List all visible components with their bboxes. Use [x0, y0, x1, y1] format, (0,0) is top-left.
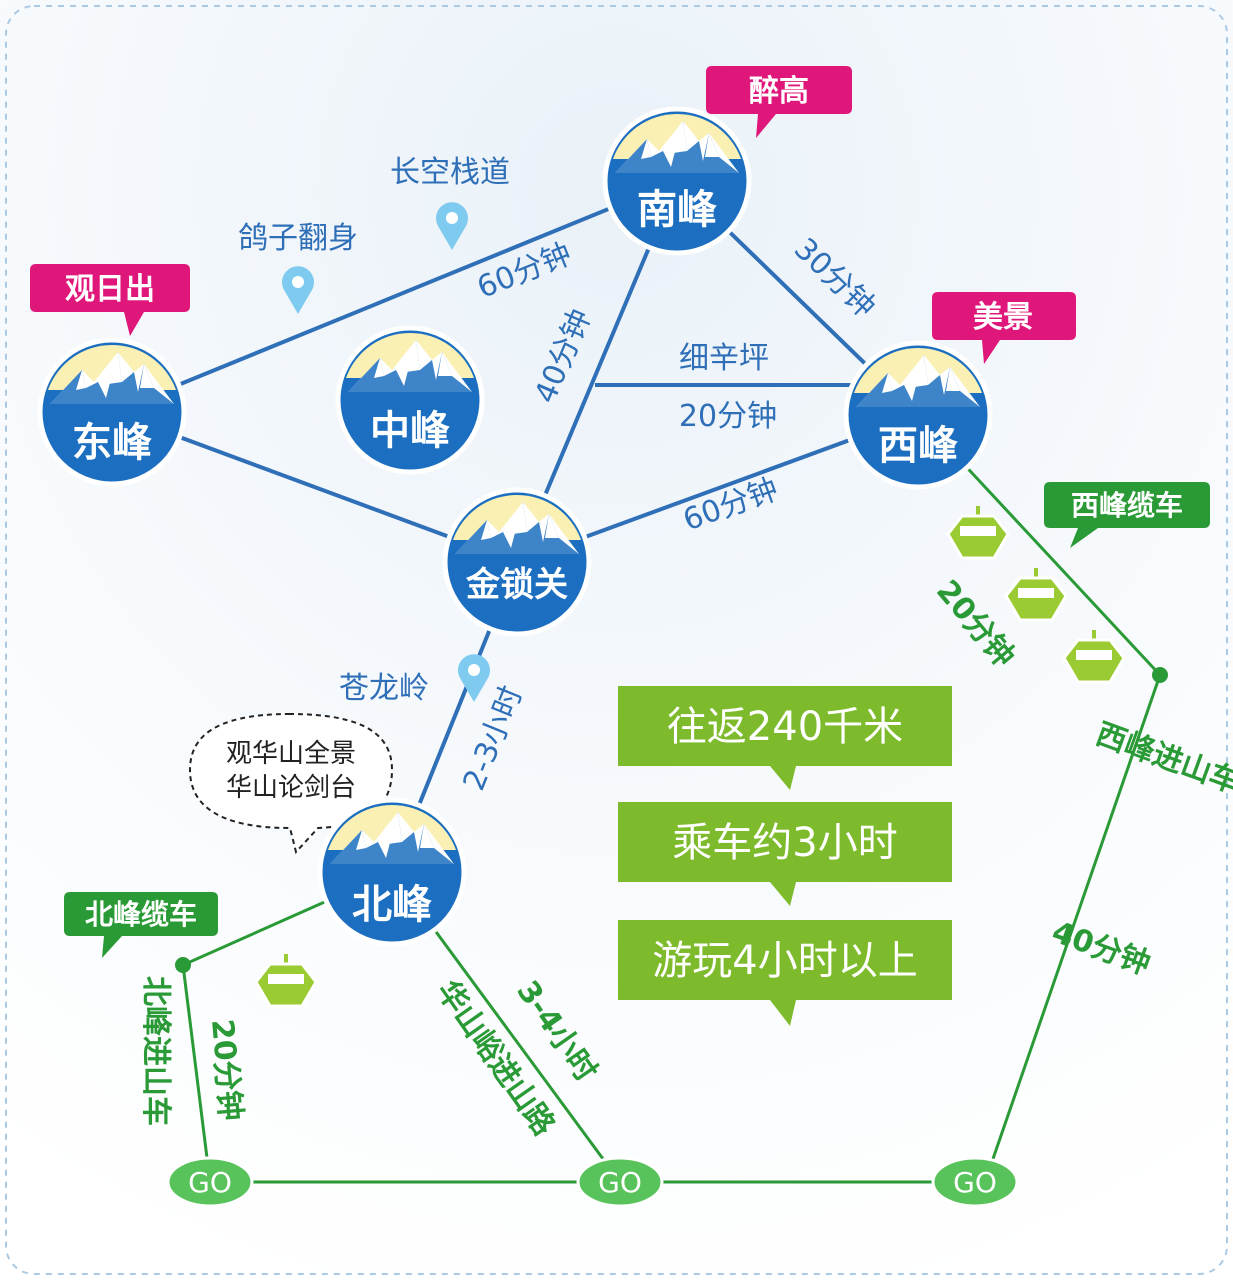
peak-jinsuo-label: 金锁关 [465, 565, 568, 605]
peak-south-label: 南峰 [637, 187, 717, 233]
info-box-ride: 乘车约3小时 [618, 802, 952, 906]
tag-west-cable: 西峰缆车 [1044, 482, 1210, 548]
peak-jinsuo[interactable]: 金锁关 [445, 490, 589, 634]
tag-north-cable-label: 北峰缆车 [85, 898, 197, 931]
peak-middle-label: 中峰 [370, 408, 450, 454]
go-badge-trail[interactable]: GO [576, 1156, 664, 1208]
north-station-dot [175, 957, 191, 973]
go-badge-north[interactable]: GO [166, 1156, 254, 1208]
peak-north[interactable]: 北峰 [320, 800, 464, 944]
peak-east[interactable]: 东峰 [40, 340, 184, 484]
go-badge-trail-label: GO [598, 1166, 642, 1199]
bubble-line-1: 观华山全景 [226, 739, 356, 769]
go-badge-west[interactable]: GO [931, 1156, 1019, 1208]
info-distance: 往返240千米 [667, 704, 903, 750]
route-time-xixin-west: 20分钟 [679, 399, 777, 434]
page-border [5, 5, 1228, 1275]
bubble-line-2: 华山论剑台 [226, 773, 356, 803]
info-play: 游玩4小时以上 [652, 938, 917, 984]
peak-north-label: 北峰 [352, 882, 432, 928]
west-station-dot [1152, 667, 1168, 683]
peak-west[interactable]: 西峰 [846, 343, 990, 487]
tag-west-label: 美景 [973, 300, 1033, 335]
peak-middle[interactable]: 中峰 [338, 328, 482, 472]
go-badge-north-label: GO [188, 1166, 232, 1199]
info-ride: 乘车约3小时 [672, 820, 897, 866]
peak-south[interactable]: 南峰 [605, 109, 749, 253]
spot-yaozi: 鸽子翻身 [238, 221, 358, 256]
tag-north-cable: 北峰缆车 [64, 892, 218, 958]
peak-east-label: 东峰 [72, 420, 152, 466]
tag-west-cable-label: 西峰缆车 [1071, 489, 1183, 522]
peak-west-label: 西峰 [878, 423, 958, 469]
tag-east-label: 观日出 [65, 272, 155, 307]
go-badge-west-label: GO [953, 1166, 997, 1199]
tag-east: 观日出 [30, 264, 190, 336]
info-box-play: 游玩4小时以上 [618, 920, 952, 1026]
info-box-distance: 往返240千米 [618, 686, 952, 790]
route-line-east-south [111, 179, 678, 414]
north-bus-label: 北峰进山车 [138, 976, 173, 1126]
spot-changkong: 长空栈道 [390, 155, 510, 190]
tag-west: 美景 [932, 292, 1076, 364]
tag-south: 醉高 [706, 66, 852, 138]
spot-canglong: 苍龙岭 [339, 671, 429, 706]
spot-xixin: 细辛坪 [679, 341, 769, 376]
tag-south-label: 醉高 [749, 74, 809, 109]
mountain-icon-jinsuo [445, 490, 589, 634]
